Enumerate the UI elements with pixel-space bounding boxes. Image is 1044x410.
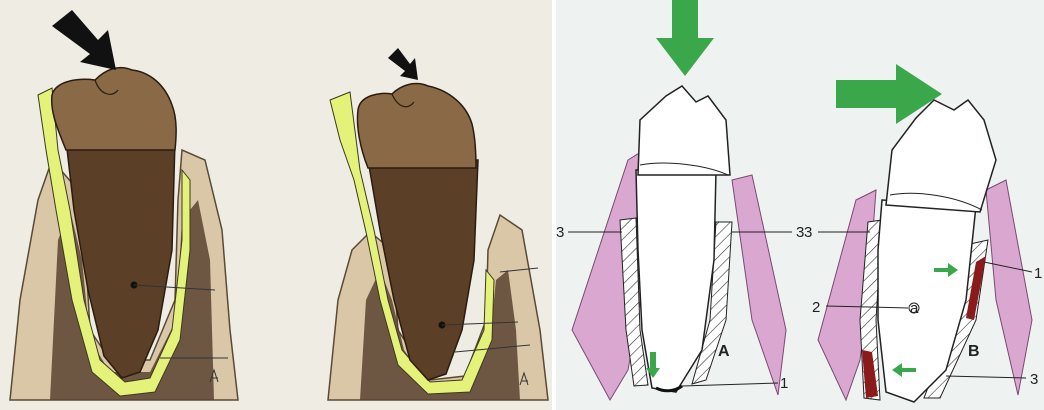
diagram-a-letter: A: [718, 343, 730, 360]
diagram-b-letter: B: [968, 343, 980, 360]
right-panel-diagram: 3 3 1 A: [556, 0, 1044, 410]
callout-b-middle-number: 2: [812, 299, 820, 316]
callout-a-bottom: 1: [780, 375, 788, 392]
left-illustration-svg: [0, 0, 552, 410]
callout-b-bottom-right: 3: [1030, 371, 1038, 388]
callout-b-right-top: 1: [1034, 265, 1042, 282]
left-panel-illustration: [0, 0, 552, 410]
callout-b-top-left: 3: [804, 224, 812, 241]
right-diagram-svg: 3 3 1 A: [556, 0, 1044, 410]
callout-a-left: 3: [556, 224, 564, 241]
